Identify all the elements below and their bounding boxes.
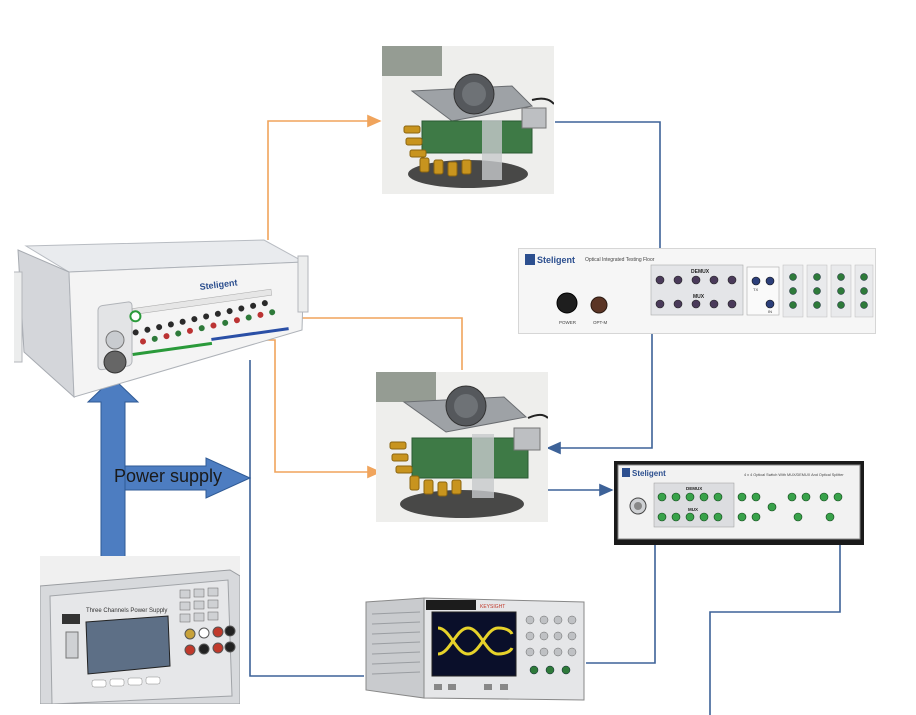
orange-line-top-dut [267,114,382,240]
floor-in-label: IN [768,309,772,314]
floor-mux-label: MUX [693,294,705,300]
blue-line-switch-out [709,540,841,715]
power-supply-label: Power supply [114,466,223,486]
blue-line-top-dut-to-floor [555,121,667,264]
floor-demux-label: DEMUX [691,269,710,275]
switch-subtitle: 4 x 4 Optical Switch With MUX/DEMUX And … [744,473,844,477]
floor-tx-label: TX [753,287,758,292]
control-box-photo: Steligent [14,232,310,402]
optical-floor-panel: Steligent Optical Integrated Testing Flo… [518,248,876,334]
switch-demux-label: DEMUX [686,486,702,491]
power-supply-title: Three Channels Power Supply [86,608,167,614]
floor-power-label: POWER [559,320,577,325]
floor-optm-label: OPT-M [593,320,608,325]
optical-switch-panel: Steligent 4 x 4 Optical Switch With MUX/… [614,461,864,545]
switch-brand: Steligent [632,469,666,478]
dut-top-photo [382,46,554,194]
block-arrow-right [124,457,252,499]
floor-brand: Steligent [537,255,575,265]
block-arrow-up [86,377,140,561]
control-box-brand: Steligent [199,277,238,292]
floor-subtitle: Optical Integrated Testing Floor [585,257,655,263]
power-supply-photo: Three Channels Power Supply [40,556,240,704]
switch-mux-label: MUX [688,507,698,512]
scope-brand: KEYSIGHT [480,604,505,610]
dut-middle-photo [376,372,548,522]
oscilloscope-photo: KEYSIGHT [364,594,586,704]
